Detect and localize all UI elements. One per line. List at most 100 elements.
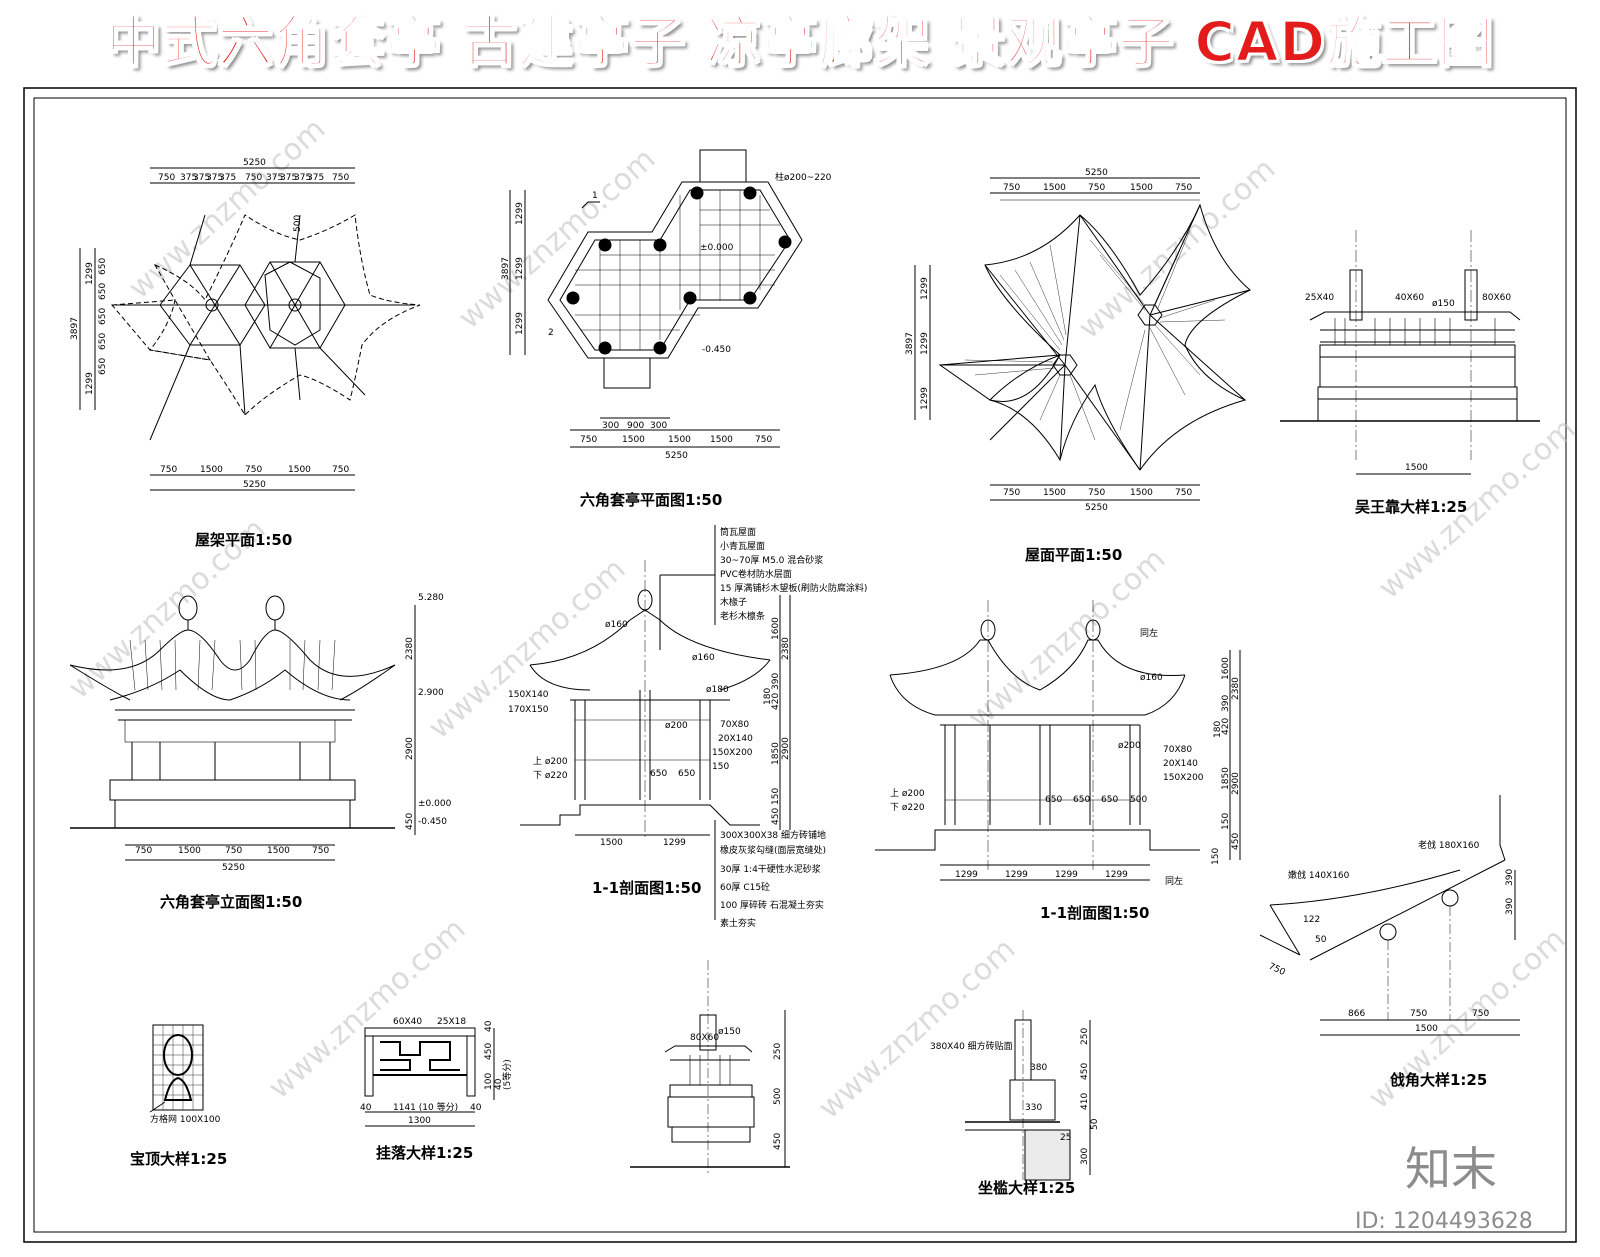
elev-level-0: 5.280 bbox=[418, 593, 444, 603]
cd-bottom-total: 1500 bbox=[1415, 1024, 1438, 1034]
watermark-1: www.znzmo.com bbox=[122, 112, 332, 306]
elev-right-0: 2380 bbox=[405, 637, 415, 660]
sa-label-0: ø160 bbox=[605, 620, 628, 630]
sa-label-3: ø200 bbox=[665, 721, 688, 731]
hanging-detail bbox=[364, 1027, 495, 1127]
elevation bbox=[69, 595, 416, 861]
rfp-bottom-total: 5250 bbox=[243, 480, 266, 490]
sa-base-4: 100 厚碎砖 石混凝土夯实 bbox=[720, 899, 824, 911]
rfp-bottom-3: 1500 bbox=[288, 465, 311, 475]
section-a bbox=[520, 525, 791, 920]
caption-elevation: 六角套亭立面图1:50 bbox=[160, 893, 302, 911]
rfp-top-total: 5250 bbox=[243, 158, 266, 168]
rfp-top-7: 375 bbox=[280, 173, 297, 183]
wwk-dim: 1500 bbox=[1405, 463, 1428, 473]
sa-label-9: 20X140 bbox=[718, 734, 753, 744]
pp-bottom-row2-1: 1500 bbox=[622, 435, 645, 445]
caption-roof-frame-plan: 屋架平面1:50 bbox=[195, 531, 292, 549]
sa-roof-layer-1: 小青瓦屋面 bbox=[720, 540, 765, 552]
rp-left-0: 1299 bbox=[920, 277, 930, 300]
elev-bottom-4: 750 bbox=[312, 846, 329, 856]
pavilion-plan-text: 柱ø200~220 3897 1299 1299 1299 ±0.000 -0.… bbox=[501, 171, 832, 461]
rp-bottom-4: 750 bbox=[1175, 488, 1192, 498]
sa-label-7: 下 ø220 bbox=[533, 771, 568, 781]
watermark-9: www.znzmo.com bbox=[812, 932, 1022, 1126]
hd-bottom-0: 40 bbox=[360, 1103, 372, 1113]
sb-right-2: 390 bbox=[1221, 695, 1231, 712]
rfp-left-0: 1299 bbox=[85, 262, 95, 285]
rp-top-3: 1500 bbox=[1130, 183, 1153, 193]
bench-right-0: 250 bbox=[1080, 1028, 1090, 1045]
rp-left-total: 3897 bbox=[905, 332, 915, 355]
rfp-left-3: 650 bbox=[98, 308, 108, 325]
pp-bottom-total: 5250 bbox=[665, 451, 688, 461]
sa-label-11: 150 bbox=[712, 762, 729, 772]
sb-inner-1: 650 bbox=[1073, 795, 1090, 805]
rfp-top-6: 375 bbox=[266, 173, 283, 183]
rfp-bottom-0: 750 bbox=[160, 465, 177, 475]
cd-label-0: 老戗 180X160 bbox=[1418, 839, 1480, 851]
sa-label-8: 70X80 bbox=[720, 720, 749, 730]
rd-right-1: 500 bbox=[773, 1088, 783, 1105]
cd-right-1: 390 bbox=[1505, 898, 1515, 915]
sa-right-1: 2380 bbox=[781, 637, 791, 660]
baoding-label: 方格网 100X100 bbox=[150, 1113, 221, 1125]
sb-label-0: ø160 bbox=[1140, 673, 1163, 683]
brand-logo: 知末 bbox=[1405, 1142, 1497, 1196]
cd-label-1: 嫩戗 140X160 bbox=[1288, 869, 1350, 881]
caption-section-b: 1-1剖面图1:50 bbox=[1040, 904, 1149, 922]
elevation-text: 5.280 2.900 ±0.000 -0.450 2380 2900 450 … bbox=[135, 593, 452, 873]
section-a-text: 筒瓦屋面 小青瓦屋面 30~70厚 M5.0 混合砂浆 PVC卷材防水层面 15… bbox=[508, 526, 867, 929]
sheet-border-inner bbox=[33, 97, 1567, 1233]
caption-bench: 坐槛大样1:25 bbox=[978, 1179, 1075, 1197]
rfp-bottom-4: 750 bbox=[332, 465, 349, 475]
sa-label-10: 150X200 bbox=[712, 748, 753, 758]
pp-bottom-row1-1: 900 bbox=[627, 421, 644, 431]
sb-inner-3: 500 bbox=[1130, 795, 1147, 805]
sa-label-12: 650 bbox=[650, 769, 667, 779]
elev-right-2: 450 bbox=[405, 813, 415, 830]
sa-label-1: ø160 bbox=[692, 653, 715, 663]
pp-bottom-row2-3: 1500 bbox=[710, 435, 733, 445]
cd-right-0: 390 bbox=[1505, 869, 1515, 886]
caption-roof-plan: 屋面平面1:50 bbox=[1025, 546, 1122, 564]
rfp-left-total: 3897 bbox=[70, 317, 80, 340]
rfp-bottom-1: 1500 bbox=[200, 465, 223, 475]
pp-bottom-row2-2: 1500 bbox=[668, 435, 691, 445]
rp-top-total: 5250 bbox=[1085, 168, 1108, 178]
cd-bottom-2: 750 bbox=[1472, 1009, 1489, 1019]
pp-level-top: ±0.000 bbox=[700, 243, 734, 253]
roof-plan-dims: 5250 750 1500 750 1500 750 3897 1299 129… bbox=[905, 168, 1192, 513]
hd-note: (5等分) bbox=[501, 1059, 513, 1090]
pp-bottom-row1-0: 300 bbox=[602, 421, 619, 431]
rd-label-0: 80X60 bbox=[690, 1033, 719, 1043]
elev-right-1: 2900 bbox=[405, 737, 415, 760]
title-banner: 中式六角套亭 古建亭子 凉亭廊架 景观亭子 CAD施工图 bbox=[0, 0, 1600, 86]
bench-detail bbox=[965, 1010, 1091, 1181]
rfp-left-1: 650 bbox=[98, 258, 108, 275]
rp-bottom-2: 750 bbox=[1088, 488, 1105, 498]
bench-right-3: 50 bbox=[1090, 1118, 1100, 1130]
cd-label-4: 750 bbox=[1267, 962, 1287, 978]
sb-right-4: 180 bbox=[1213, 721, 1223, 738]
cd-bottom-0: 866 bbox=[1348, 1009, 1365, 1019]
sa-right-8: 450 bbox=[771, 808, 781, 825]
rfp-top-0: 750 bbox=[158, 173, 175, 183]
pp-section-mark: 1 bbox=[592, 191, 598, 201]
sa-label-6: 上 ø200 bbox=[533, 756, 568, 767]
sa-right-3: 420 bbox=[771, 693, 781, 710]
section-b-text: ø160 ø200 70X80 20X140 150X200 上 ø200 下 … bbox=[890, 627, 1241, 887]
elev-bottom-3: 1500 bbox=[267, 846, 290, 856]
sheet-border-outer bbox=[23, 87, 1577, 1243]
sb-right-9: 150 bbox=[1211, 848, 1221, 865]
pp-level-bottom: -0.450 bbox=[702, 345, 731, 355]
sa-label-2: ø180 bbox=[706, 685, 729, 695]
brand-id: ID: 1204493628 bbox=[1355, 1209, 1533, 1234]
rfp-top-5: 750 bbox=[245, 173, 262, 183]
bench-inner-1: 330 bbox=[1025, 1103, 1042, 1113]
sa-right-0: 1600 bbox=[771, 617, 781, 640]
sa-bottom-1: 1299 bbox=[663, 838, 686, 848]
sb-inner-0: 650 bbox=[1045, 795, 1062, 805]
hd-right-0: 40 bbox=[484, 1020, 494, 1032]
bench-right-5: 25 bbox=[1060, 1133, 1071, 1143]
